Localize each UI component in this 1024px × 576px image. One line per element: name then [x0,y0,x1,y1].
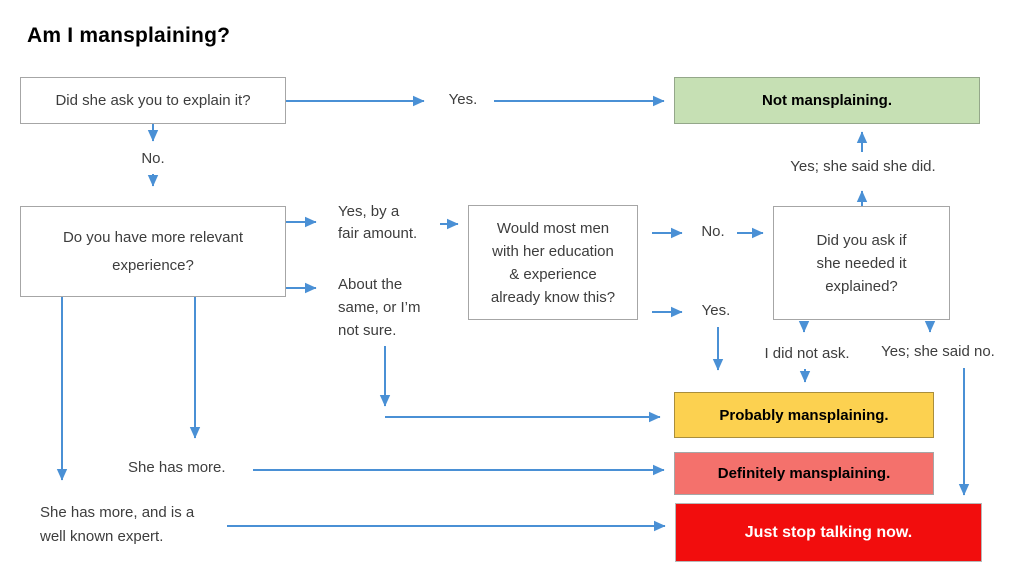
outcome-just-stop-talking: Just stop talking now. [675,503,982,562]
node-did-she-ask-to-explain: Did she ask you to explain it? [20,77,286,124]
outcome-not-mansplaining: Not mansplaining. [674,77,980,124]
edge-label-yes-she-said-she-did: Yes; she said she did. [790,158,936,175]
edge-label-she-has-more-expert: She has more, and is a well known expert… [40,504,195,545]
edge-label-she-has-more: She has more. [128,459,226,476]
page-title: Am I mansplaining? [27,24,231,47]
node-more-relevant-experience: Do you have more relevant experience? [20,206,286,297]
node-did-you-ask-if-needed: Did you ask if she needed it explained? [773,206,950,320]
node-would-most-men-know: Would most men with her education & expe… [468,205,638,320]
edge-label-no-top: No. [141,150,165,167]
outcome-probably-mansplaining: Probably mansplaining. [674,392,934,438]
edge-label-yes-right: Yes. [701,302,731,319]
edge-label-no-right: No. [701,223,725,240]
edge-label-yes-by-fair-amount: Yes, by a fair amount. [338,203,418,242]
edge-label-yes-top: Yes. [448,91,478,108]
edge-label-i-did-not-ask: I did not ask. [764,345,850,362]
edge-label-yes-she-said-no: Yes; she said no. [881,343,995,360]
outcome-definitely-mansplaining: Definitely mansplaining. [674,452,934,495]
edge-label-about-the-same: About the same, or I’m not sure. [338,276,421,339]
